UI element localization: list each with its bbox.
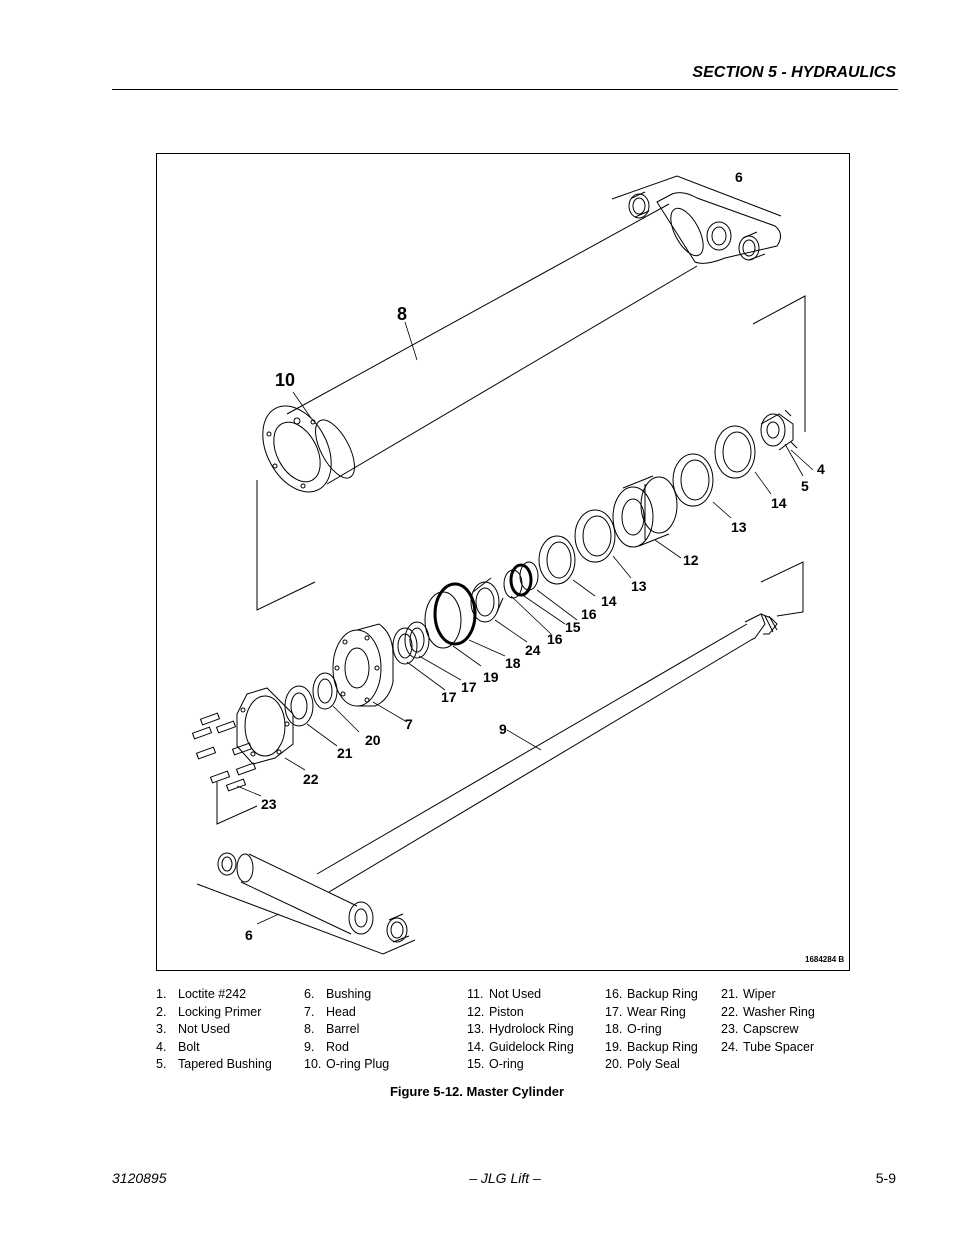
callout-9: 9 bbox=[499, 721, 507, 737]
legend-item: 19.Backup Ring bbox=[605, 1039, 698, 1054]
legend-item: 5.Tapered Bushing bbox=[156, 1057, 272, 1071]
callout-16-upper: 16 bbox=[581, 606, 597, 622]
legend-item: 2.Locking Primer bbox=[156, 1004, 262, 1019]
legend-item: 16.Backup Ring bbox=[605, 987, 698, 1001]
callout-labels: 6 8 10 4 5 14 13 12 13 14 16 15 16 24 18… bbox=[245, 169, 844, 964]
publisher-name: – JLG Lift – bbox=[469, 1170, 541, 1186]
callout-13-lower: 13 bbox=[631, 578, 647, 594]
guide-line-barrel bbox=[256, 480, 316, 611]
bushing-upper-right bbox=[738, 231, 766, 261]
hydrolock-ring-upper bbox=[672, 453, 714, 507]
header-rule bbox=[112, 89, 898, 90]
wear-ring-upper bbox=[404, 621, 430, 659]
tube-spacer bbox=[470, 577, 504, 623]
doc-number: 3120895 bbox=[112, 1170, 167, 1186]
legend-column-5: 21.Wiper 22.Washer Ring 23.Capscrew 24.T… bbox=[721, 986, 815, 1056]
legend-item: 12.Piston bbox=[467, 1004, 524, 1019]
legend-item: 10.O-ring Plug bbox=[304, 1057, 390, 1071]
callout-18: 18 bbox=[505, 655, 521, 671]
legend-item: 15.O-ring bbox=[467, 1057, 524, 1071]
legend-item: 21.Wiper bbox=[721, 987, 776, 1001]
legend-column-2: 6.Bushing 7.Head 8.Barrel 9.Rod 10.O-rin… bbox=[304, 986, 389, 1074]
callout-13-upper: 13 bbox=[731, 519, 747, 535]
callout-16-lower: 16 bbox=[547, 631, 563, 647]
bushing-lower-right bbox=[386, 913, 410, 943]
poly-seal bbox=[312, 672, 338, 710]
figure-frame: 6 8 10 4 5 14 13 12 13 14 16 15 16 24 18… bbox=[156, 153, 850, 971]
washer-ring bbox=[236, 687, 294, 765]
capscrews bbox=[191, 712, 257, 792]
legend-item: 3.Not Used bbox=[156, 1022, 231, 1036]
legend-column-1: 1.Loctite #242 2.Locking Primer 3.Not Us… bbox=[156, 986, 272, 1074]
callout-19: 19 bbox=[483, 669, 499, 685]
head bbox=[332, 623, 394, 707]
callout-8: 8 bbox=[397, 304, 407, 324]
legend-item: 11.Not Used bbox=[467, 987, 542, 1001]
master-cylinder-diagram: 6 8 10 4 5 14 13 12 13 14 16 15 16 24 18… bbox=[191, 169, 844, 964]
legend-item: 22.Washer Ring bbox=[721, 1004, 815, 1019]
legend-item: 8.Barrel bbox=[304, 1022, 360, 1036]
callout-12: 12 bbox=[683, 552, 699, 568]
wiper bbox=[284, 685, 314, 727]
legend-item: 23.Capscrew bbox=[721, 1022, 799, 1036]
callout-5: 5 bbox=[801, 478, 809, 494]
section-title: SECTION 5 - HYDRAULICS bbox=[692, 64, 896, 81]
hydrolock-ring-lower bbox=[574, 509, 616, 563]
guidelock-ring-lower bbox=[538, 535, 576, 585]
callout-17-lower: 17 bbox=[441, 689, 457, 705]
bushing-upper-left bbox=[628, 191, 650, 219]
callout-23: 23 bbox=[261, 796, 277, 812]
legend-item: 6.Bushing bbox=[304, 987, 372, 1001]
callout-4: 4 bbox=[817, 461, 825, 477]
callout-20: 20 bbox=[365, 732, 381, 748]
guidelock-ring-upper bbox=[714, 425, 756, 479]
drawing-number: 1684284 B bbox=[805, 955, 844, 964]
piston bbox=[612, 475, 678, 548]
callout-15: 15 bbox=[565, 619, 581, 635]
legend-item: 24.Tube Spacer bbox=[721, 1039, 815, 1054]
callout-7: 7 bbox=[405, 716, 413, 732]
guide-line-capscrews bbox=[216, 782, 258, 825]
page-number: 5-9 bbox=[875, 1170, 896, 1186]
bushing-lower-left bbox=[217, 852, 237, 876]
legend-item: 17.Wear Ring bbox=[605, 1004, 686, 1019]
callout-14-upper: 14 bbox=[771, 495, 787, 511]
o-ring-15 bbox=[509, 563, 533, 597]
callout-21: 21 bbox=[337, 745, 353, 761]
backup-ring-19 bbox=[424, 591, 462, 649]
legend-item: 9.Rod bbox=[304, 1039, 349, 1054]
guide-line-upper-right bbox=[752, 295, 806, 432]
tapered-bushing bbox=[760, 409, 798, 451]
callout-10: 10 bbox=[275, 370, 295, 390]
figure-caption: Figure 5-12. Master Cylinder bbox=[389, 1084, 565, 1099]
legend-item: 13.Hydrolock Ring bbox=[467, 1022, 574, 1036]
legend-column-3: 11.Not Used 12.Piston 13.Hydrolock Ring … bbox=[467, 986, 574, 1074]
legend-item: 20.Poly Seal bbox=[605, 1057, 680, 1071]
guide-line-rod-right bbox=[760, 561, 804, 617]
o-ring-18 bbox=[433, 582, 477, 646]
callout-17-upper: 17 bbox=[461, 679, 477, 695]
rod-drawing bbox=[236, 613, 778, 935]
callout-6-top: 6 bbox=[735, 169, 743, 185]
legend-item: 14.Guidelock Ring bbox=[467, 1039, 574, 1054]
legend-item: 18.O-ring bbox=[605, 1022, 662, 1036]
legend-item: 4.Bolt bbox=[156, 1039, 200, 1054]
barrel-drawing bbox=[262, 192, 781, 493]
leader-lines bbox=[236, 321, 814, 925]
wear-ring-lower bbox=[392, 627, 418, 665]
callout-22: 22 bbox=[303, 771, 319, 787]
legend-item: 7.Head bbox=[304, 1004, 356, 1019]
legend-item: 1.Loctite #242 bbox=[156, 987, 247, 1001]
legend-column-4: 16.Backup Ring 17.Wear Ring 18.O-ring 19… bbox=[605, 986, 698, 1074]
callout-24: 24 bbox=[525, 642, 541, 658]
callout-6-bottom: 6 bbox=[245, 927, 253, 943]
callout-14-lower: 14 bbox=[601, 593, 617, 609]
